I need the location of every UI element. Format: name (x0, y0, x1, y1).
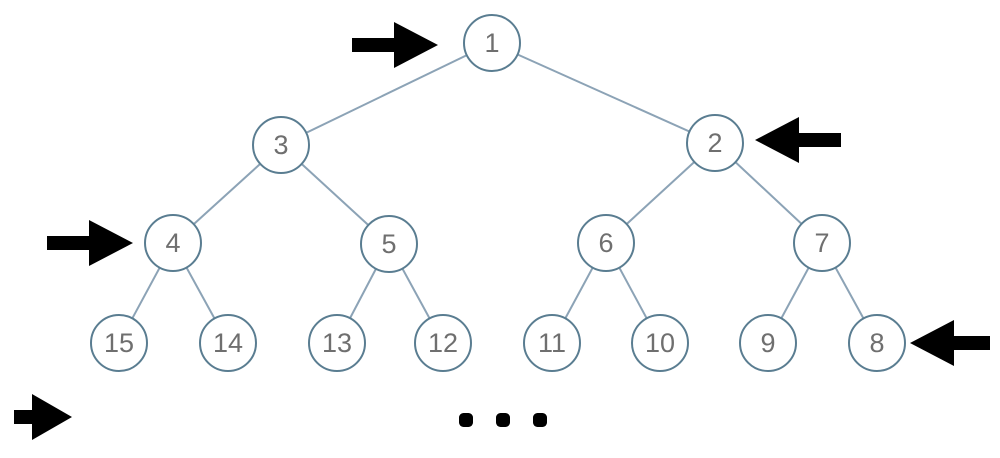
tree-node-label-13: 13 (322, 328, 352, 358)
tree-node-label-12: 12 (428, 328, 458, 358)
tree-node-label-8: 8 (869, 328, 884, 358)
tree-node-label-5: 5 (381, 229, 396, 259)
arrow-to-node-1-icon (352, 22, 438, 68)
tree-node-15 (90, 314, 148, 372)
arrow-to-node-8-icon (910, 320, 990, 366)
tree-node-10 (631, 314, 689, 372)
tree-node-label-1: 1 (484, 28, 499, 58)
tree-node-5 (360, 215, 418, 273)
tree-node-1 (463, 14, 521, 72)
tree-edge-1-3 (280, 42, 493, 146)
tree-node-label-15: 15 (104, 328, 134, 358)
tree-node-2 (686, 114, 744, 172)
ellipsis-dot-2 (496, 413, 510, 427)
tree-node-label-4: 4 (165, 228, 180, 258)
tree-node-4 (144, 214, 202, 272)
tree-node-label-7: 7 (814, 228, 829, 258)
arrow-to-node-4-icon (47, 220, 133, 266)
tree-node-13 (308, 314, 366, 372)
tree-node-11 (523, 314, 581, 372)
tree-node-label-11: 11 (538, 328, 566, 358)
arrow-bottom-left-icon (14, 394, 72, 440)
tree-node-label-10: 10 (645, 328, 675, 358)
tree-node-8 (848, 314, 906, 372)
tree-node-9 (739, 314, 797, 372)
tree-node-label-6: 6 (598, 228, 613, 258)
tree-node-12 (414, 314, 472, 372)
ellipsis-dot-1 (459, 413, 473, 427)
tree-node-label-9: 9 (760, 328, 775, 358)
ellipsis-dot-3 (533, 413, 547, 427)
tree-node-label-2: 2 (707, 128, 722, 158)
tree-node-14 (199, 314, 257, 372)
tree-node-label-3: 3 (273, 130, 288, 160)
tree-node-7 (793, 214, 851, 272)
tree-node-6 (577, 214, 635, 272)
tree-edge-1-2 (491, 42, 716, 144)
tree-node-label-14: 14 (213, 328, 243, 358)
arrow-to-node-2-icon (755, 117, 841, 163)
tree-node-3 (252, 116, 310, 174)
